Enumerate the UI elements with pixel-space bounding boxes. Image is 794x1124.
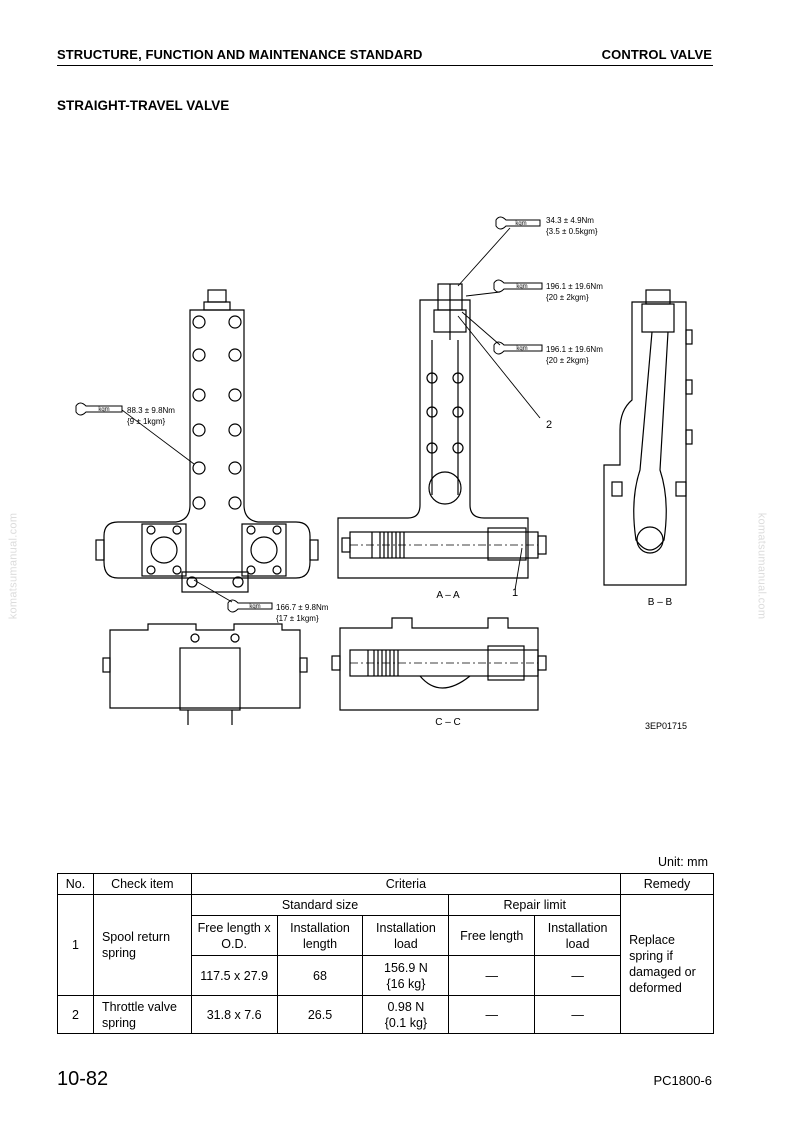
row-2-inst-load: 0.98 N{0.1 kg}: [362, 995, 450, 1034]
header-repair-limit: Repair limit: [448, 894, 622, 916]
page-number: 10-82: [57, 1068, 109, 1090]
row-2-repair-inst-load: —: [534, 995, 622, 1034]
row-2-inst-length: 26.5: [276, 995, 364, 1034]
torque-callout-2: kgm 196.1 ± 19.6Nm {20 ± 2kgm}: [493, 279, 603, 302]
row-2-no: 2: [57, 995, 94, 1034]
header-chapter-title: CONTROL VALVE: [601, 47, 712, 62]
valve-drawing: kgm 34.3 ± 4.9Nm {3.5 ± 0.5kgm} kgm 196.…: [75, 216, 693, 731]
row-1-free-length-od: 117.5 x 27.9: [190, 955, 278, 996]
svg-text:kgm: kgm: [515, 221, 526, 227]
leader-lines: [121, 227, 541, 603]
svg-text:166.7 ± 9.8Nm: 166.7 ± 9.8Nm: [276, 603, 329, 612]
header-section-title: STRUCTURE, FUNCTION AND MAINTENANCE STAN…: [57, 47, 423, 62]
section-cc-label: C – C: [435, 717, 461, 728]
svg-text:{3.5 ± 0.5kgm}: {3.5 ± 0.5kgm}: [546, 227, 598, 236]
header-installation-length: Installation length: [276, 915, 364, 956]
model-number: PC1800-6: [653, 1073, 712, 1088]
header-rule: [57, 65, 713, 66]
row-1-no: 1: [57, 894, 94, 996]
check-table: No. Check item Criteria Remedy 1 Spool r…: [57, 873, 714, 1034]
header-installation-load-2: Installation load: [534, 915, 622, 956]
header-criteria: Criteria: [190, 873, 622, 895]
row-2-item: Throttle valve spring: [92, 995, 192, 1034]
row-1-inst-load: 156.9 N{16 kg}: [362, 955, 450, 996]
page-title: STRAIGHT-TRAVEL VALVE: [57, 98, 230, 113]
svg-text:196.1 ± 19.6Nm: 196.1 ± 19.6Nm: [546, 345, 603, 354]
row-2-repair-free-length: —: [448, 995, 536, 1034]
header-free-length: Free length: [448, 915, 536, 956]
svg-text:{20 ± 2kgm}: {20 ± 2kgm}: [546, 293, 589, 302]
section-aa: [337, 283, 547, 579]
header-check-item: Check item: [92, 873, 192, 895]
svg-text:196.1 ± 19.6Nm: 196.1 ± 19.6Nm: [546, 282, 603, 291]
unit-note: Unit: mm: [658, 855, 708, 869]
svg-text:{20 ± 2kgm}: {20 ± 2kgm}: [546, 356, 589, 365]
header-free-length-od: Free length x O.D.: [190, 915, 278, 956]
section-bb-label: B – B: [648, 597, 673, 608]
bottom-view: [102, 623, 308, 725]
svg-text:kgm: kgm: [516, 284, 527, 290]
svg-text:{9 ± 1kgm}: {9 ± 1kgm}: [127, 417, 166, 426]
torque-callout-5: kgm 166.7 ± 9.8Nm {17 ± 1kgm}: [227, 599, 329, 623]
watermark-left: komatsumanual.com: [7, 512, 20, 620]
svg-text:{17 ± 1kgm}: {17 ± 1kgm}: [276, 614, 319, 623]
svg-text:kgm: kgm: [249, 604, 260, 610]
front-view: [95, 289, 319, 593]
svg-text:kgm: kgm: [516, 346, 527, 352]
torque-callout-3: kgm 196.1 ± 19.6Nm {20 ± 2kgm}: [493, 341, 603, 365]
row-1-inst-length: 68: [276, 955, 364, 996]
table-row: 2 Throttle valve spring 31.8 x 7.6 26.5 …: [57, 995, 714, 1034]
svg-text:34.3 ± 4.9Nm: 34.3 ± 4.9Nm: [546, 216, 594, 225]
row-1-repair-free-length: —: [448, 955, 536, 996]
header-installation-load: Installation load: [362, 915, 450, 956]
svg-text:88.3 ± 9.8Nm: 88.3 ± 9.8Nm: [127, 406, 175, 415]
header-standard-size: Standard size: [190, 894, 450, 916]
watermark-right: komatsumanual.com: [755, 512, 768, 620]
section-aa-label: A – A: [436, 590, 460, 601]
section-cc: [331, 617, 547, 711]
section-bb: [603, 289, 693, 586]
callout-2-label: 2: [546, 419, 552, 431]
drawing-code: 3EP01715: [645, 721, 687, 731]
table-header-row: No. Check item Criteria Remedy: [57, 873, 714, 895]
row-2-free-length-od: 31.8 x 7.6: [190, 995, 278, 1034]
callout-1-label: 1: [512, 587, 518, 599]
row-1-repair-inst-load: —: [534, 955, 622, 996]
header-no: No.: [57, 873, 94, 895]
svg-text:kgm: kgm: [98, 407, 109, 413]
remedy-cell: Replace spring if damaged or deformed: [620, 894, 714, 1034]
header-remedy: Remedy: [620, 873, 714, 895]
row-1-item: Spool return spring: [92, 894, 192, 996]
table-subheader-row: 1 Spool return spring Standard size Repa…: [57, 894, 714, 1034]
torque-callout-1: kgm 34.3 ± 4.9Nm {3.5 ± 0.5kgm}: [495, 216, 598, 236]
torque-callout-4: kgm 88.3 ± 9.8Nm {9 ± 1kgm}: [75, 402, 175, 426]
